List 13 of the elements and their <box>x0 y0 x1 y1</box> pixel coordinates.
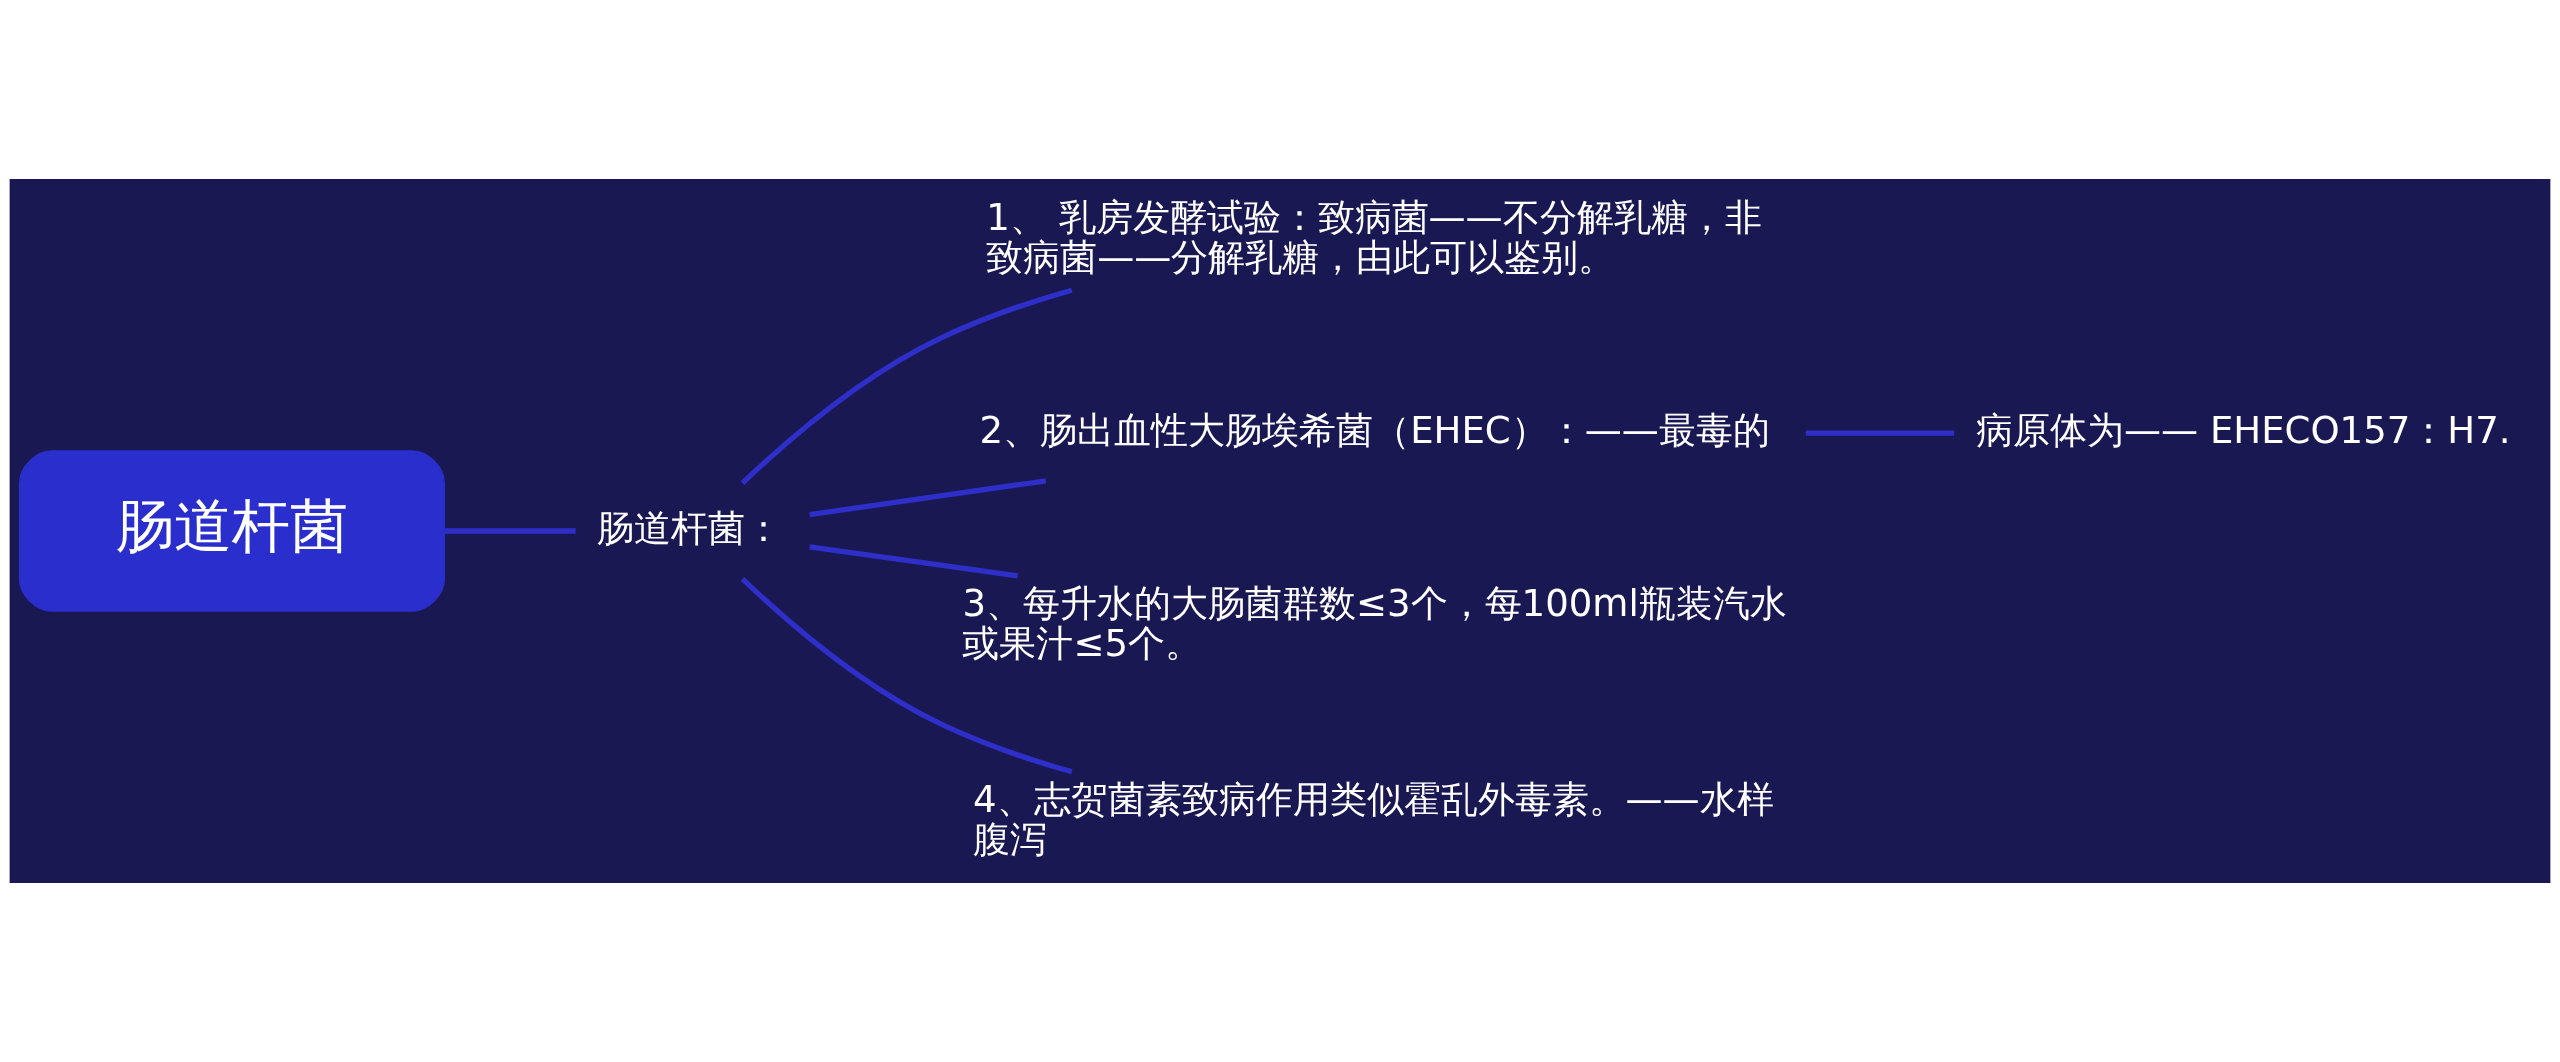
connector <box>809 544 1018 579</box>
node-text: 4、志贺菌素致病作用类似霍乱外毒素。——水样腹泻 <box>972 778 1774 861</box>
node-text: 1、 乳房发酵试验：致病菌——不分解乳糖，非致病菌——分解乳糖，由此可以鉴别。 <box>986 195 1762 279</box>
connector <box>444 528 576 534</box>
node-text: 2、肠出血性大肠埃希菌（EHEC）：——最毒的 <box>979 408 1770 452</box>
connector <box>1805 430 1955 436</box>
node-text: 3、每升水的大肠菌群数≤3个，每100ml瓶装汽水或果汁≤5个。 <box>962 582 1787 665</box>
connector <box>740 577 1073 775</box>
node-box: 肠道杆菌 <box>18 450 445 612</box>
node-text: 肠道杆菌： <box>597 506 783 550</box>
node-text: 病原体为—— EHECO157：H7. <box>1976 408 2511 452</box>
connector <box>740 287 1073 485</box>
connector <box>809 478 1047 518</box>
